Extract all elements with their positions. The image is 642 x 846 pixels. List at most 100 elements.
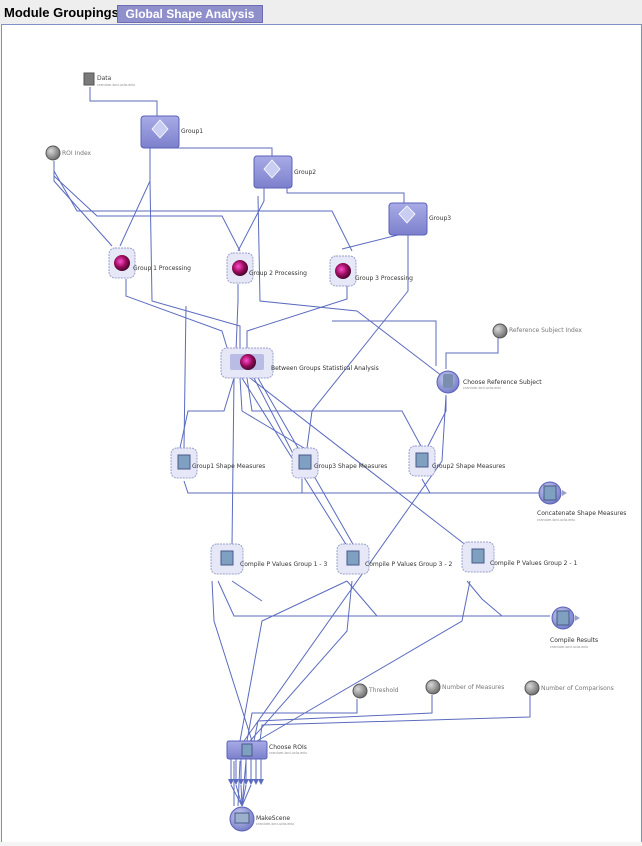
edge (211, 580, 253, 742)
num-comparisons-ball-icon (524, 680, 540, 696)
scene-icon (234, 812, 250, 824)
g3-proc-label: Group 3 Processing (355, 275, 413, 282)
edges (53, 87, 550, 807)
node-compile-results[interactable]: Compile Results cranium.loni.ucla.edu (550, 606, 598, 649)
module-groupings-label: Module Groupings: (4, 5, 124, 20)
brain-icon (335, 263, 351, 279)
edge (239, 580, 348, 742)
node-compile-p-values-1-3[interactable]: Compile P Values Group 1 - 3 (210, 543, 327, 575)
concat-label: Concatenate Shape Measures (537, 510, 626, 517)
edge (257, 195, 443, 377)
brain-icon (240, 354, 256, 370)
node-choose-rois[interactable]: Choose ROIs cranium.loni.ucla.edu (226, 740, 307, 760)
workflow-diagram: Data cranium.loni.ucla.edu ROI Index Gro… (45, 72, 626, 832)
edge (231, 377, 235, 547)
choose-ref-sub: cranium.loni.ucla.edu (463, 386, 501, 390)
edge (246, 377, 423, 449)
edge (421, 478, 431, 494)
num-measures-label: Number of Measures (442, 684, 504, 691)
group3-label: Group3 (429, 215, 451, 222)
threshold-ball-icon (352, 683, 368, 699)
edge (217, 580, 550, 617)
diamond-icon (151, 119, 169, 139)
num-measures-ball-icon (425, 679, 441, 695)
node-roi-index[interactable]: ROI Index (45, 145, 92, 161)
edge (249, 580, 353, 742)
node-group3-shape-measures[interactable]: Group3 Shape Measures (291, 447, 387, 479)
node-group1-shape-measures[interactable]: Group1 Shape Measures (170, 447, 265, 479)
edge (256, 580, 471, 742)
person-icon (443, 374, 453, 388)
chart-icon (556, 610, 570, 626)
ref-index-label: Reference Subject Index (509, 327, 582, 334)
group2-label: Group2 (294, 169, 316, 176)
edge (249, 377, 468, 547)
global-shape-analysis-tab[interactable]: Global Shape Analysis (117, 5, 263, 23)
node-between-groups[interactable]: Between Groups Statistical Analysis (220, 347, 379, 379)
g2-shape-label: Group2 Shape Measures (432, 463, 505, 470)
edge (119, 148, 151, 247)
edge (332, 320, 437, 366)
node-group3-processing[interactable]: Group 3 Processing (329, 255, 413, 287)
edge (306, 234, 409, 449)
ref-index-ball-icon (492, 323, 508, 339)
chart-icon (415, 452, 429, 468)
g1-proc-label: Group 1 Processing (133, 265, 191, 272)
edge (53, 175, 241, 252)
workflow-canvas[interactable]: Data cranium.loni.ucla.edu ROI Index Gro… (1, 24, 642, 842)
edge (253, 695, 433, 742)
edge (445, 338, 499, 369)
node-number-of-comparisons[interactable]: Number of Comparisons (524, 680, 614, 696)
edge (125, 279, 229, 352)
node-compile-p-values-2-1[interactable]: Compile P Values Group 2 - 1 (461, 541, 577, 573)
edge (346, 580, 378, 617)
edge (162, 147, 273, 158)
edge (89, 87, 158, 116)
choose-rois-label: Choose ROIs (269, 744, 307, 751)
cpv32-label: Compile P Values Group 3 - 2 (365, 561, 452, 568)
node-concatenate-shape-measures[interactable]: Concatenate Shape Measures cranium.loni.… (537, 481, 626, 522)
g2-proc-label: Group 2 Processing (249, 270, 307, 277)
node-group2-processing[interactable]: Group 2 Processing (226, 252, 307, 284)
node-reference-subject-index[interactable]: Reference Subject Index (492, 323, 582, 339)
threshold-label: Threshold (368, 687, 399, 694)
edge (237, 188, 265, 252)
edge (183, 480, 542, 494)
edge (235, 284, 239, 352)
edge (231, 580, 263, 602)
node-makescene[interactable]: MakeScene cranium.loni.ucla.edu (229, 806, 294, 832)
node-threshold[interactable]: Threshold (352, 683, 399, 699)
g3-shape-label: Group3 Shape Measures (314, 463, 387, 470)
diamond-icon (263, 159, 281, 179)
node-group2[interactable]: Group2 (253, 155, 316, 189)
node-group1-processing[interactable]: Group 1 Processing (108, 247, 191, 279)
cpv13-label: Compile P Values Group 1 - 3 (240, 561, 327, 568)
concat-sub: cranium.loni.ucla.edu (537, 518, 575, 522)
choose-rois-ports (228, 759, 264, 807)
roi-index-label: ROI Index (62, 150, 92, 157)
node-group1[interactable]: Group1 (140, 115, 203, 149)
edge (243, 394, 447, 742)
output-arrow-icon (575, 615, 580, 621)
edge (286, 188, 405, 203)
node-group3[interactable]: Group3 (388, 202, 451, 236)
node-choose-reference-subject[interactable]: Choose Reference Subject cranium.loni.uc… (436, 370, 542, 394)
choose-ref-label: Choose Reference Subject (463, 379, 542, 386)
node-compile-p-values-3-2[interactable]: Compile P Values Group 3 - 2 (336, 543, 452, 575)
edge (466, 580, 503, 617)
edge (149, 180, 241, 351)
cpv21-label: Compile P Values Group 2 - 1 (490, 560, 577, 567)
compile-results-label: Compile Results (550, 637, 598, 644)
edge (341, 233, 403, 250)
data-file-icon (83, 72, 95, 86)
data-label: Data (97, 75, 112, 82)
node-data[interactable]: Data cranium.loni.ucla.edu (83, 72, 135, 87)
node-group2-shape-measures[interactable]: Group2 Shape Measures (408, 445, 505, 477)
between-label: Between Groups Statistical Analysis (271, 365, 379, 372)
node-number-of-measures[interactable]: Number of Measures (425, 679, 504, 695)
edge (183, 305, 187, 449)
chart-icon (298, 454, 312, 470)
brain-icon (114, 255, 130, 271)
edge (246, 699, 358, 742)
edge (53, 170, 353, 252)
